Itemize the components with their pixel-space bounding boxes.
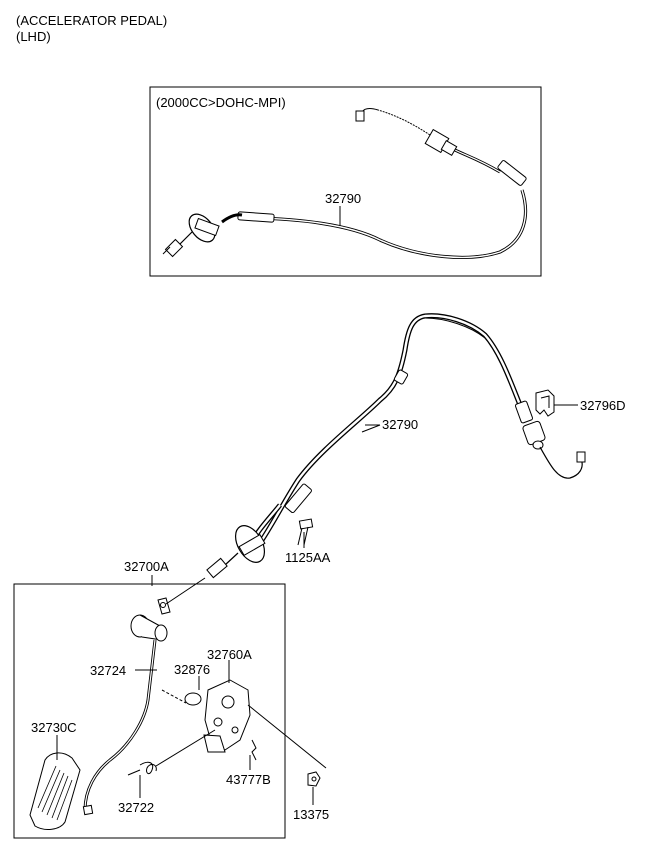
bolt-1125aa <box>297 518 314 546</box>
part-label-pedal-arm: 32724 <box>90 663 127 678</box>
inset-title: (2000CC>DOHC-MPI) <box>156 95 286 110</box>
part-label-clip: 43777B <box>226 772 271 787</box>
part-label-nut: 13375 <box>293 807 330 822</box>
part-label-bracket: 32796D <box>580 398 626 413</box>
part-label-stopper: 32876 <box>174 662 211 677</box>
part-label-bolt: 1125AA <box>285 550 331 565</box>
diagram-title: (ACCELERATOR PEDAL) <box>16 13 168 28</box>
main-cable <box>206 313 586 579</box>
inset-frame <box>149 86 542 277</box>
bracket-32796d <box>535 389 555 417</box>
part-label-bracket-housing: 32760A <box>207 647 252 662</box>
part-label-pedal-pad: 32730C <box>31 720 77 735</box>
part-label-spring: 32722 <box>118 800 155 815</box>
part-label-pedal-assy: 32700A <box>124 559 169 574</box>
diagram-subtitle: (LHD) <box>16 29 51 44</box>
pedal-leaders <box>56 660 314 805</box>
pedal-assembly <box>29 577 327 830</box>
inset-part-label-32790: 32790 <box>325 191 362 206</box>
part-label-cable: 32790 <box>382 417 419 432</box>
pedal-frame <box>13 583 286 839</box>
inset-cable <box>162 108 528 259</box>
